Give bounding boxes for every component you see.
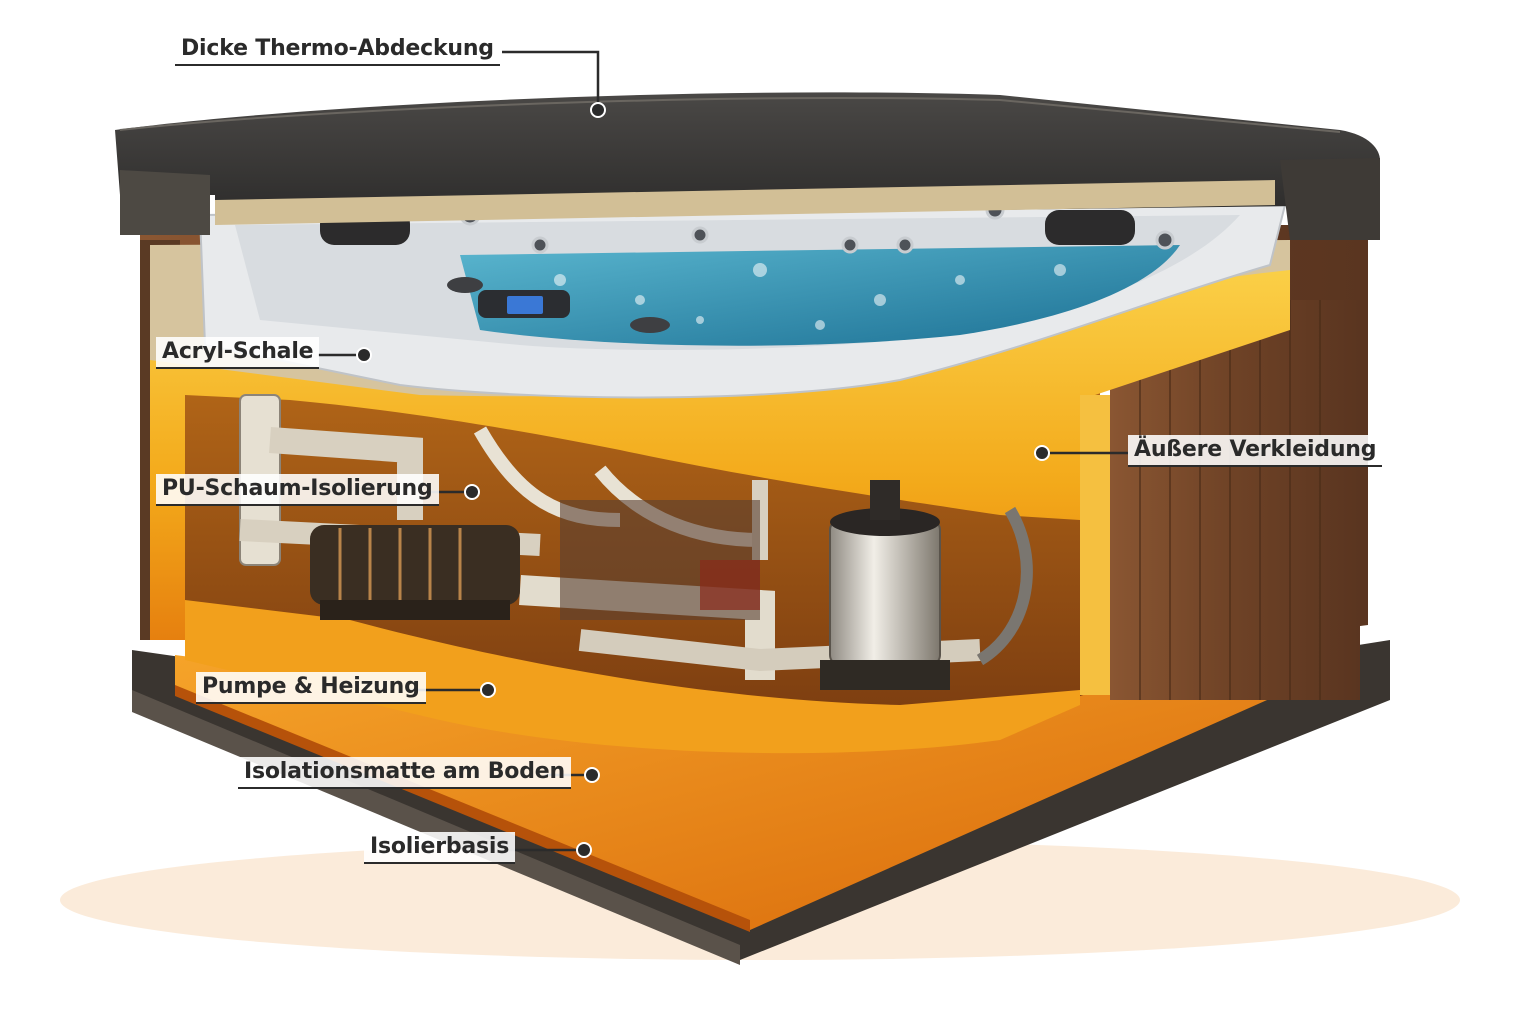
label-insulating-base: Isolierbasis [364,832,516,864]
filter-heater-cylinder [820,480,950,690]
label-pump-heater: Pumpe & Heizung [196,672,426,704]
label-pu-foam-insulation: PU-Schaum-Isolierung [156,474,439,506]
control-panel [447,277,670,333]
label-outer-cladding: Äußere Verkleidung [1128,435,1383,467]
label-floor-insulation-mat: Isolationsmatte am Boden [238,757,571,789]
label-thermo-cover: Dicke Thermo-Abdeckung [175,34,500,66]
pump-motor [310,525,520,620]
label-acrylic-shell: Acryl-Schale [156,337,320,369]
